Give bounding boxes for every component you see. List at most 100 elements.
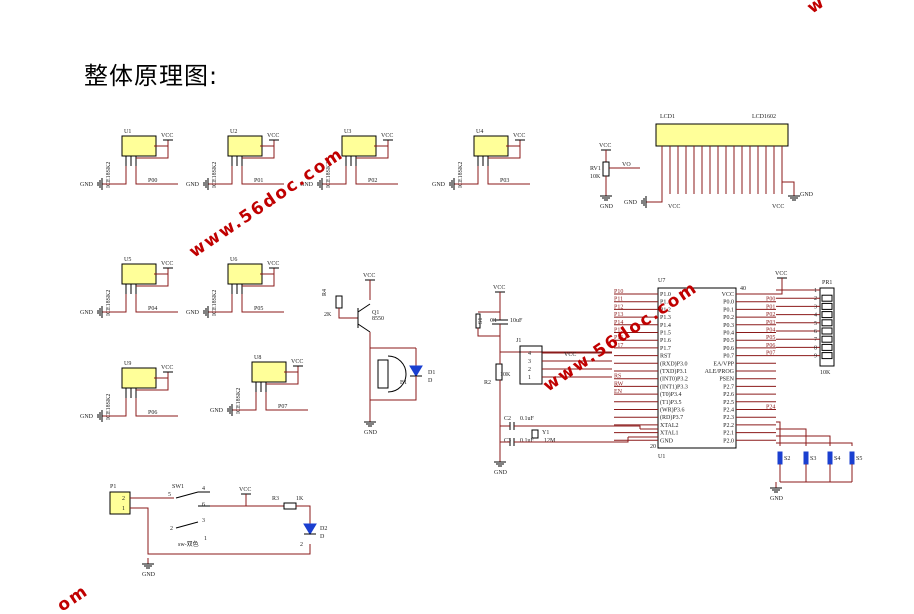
sensor-gnd-wire [238,392,257,411]
sensor-out-wire [355,166,398,185]
pwr-vcc-wire [210,494,247,507]
mcu-right-pin-label: P0.0 [723,300,734,306]
mcu-left-pin-label: (RXD)P3.0 [660,360,688,367]
mcu-left-pin-label: P1.6 [660,338,671,344]
vcc-label: VCC [161,133,173,139]
key-body-S4 [827,451,833,465]
j1-body [519,345,543,385]
mcu-right-pin-label: P2.2 [723,423,734,429]
watermark-text: www.56doc.com [186,144,348,262]
mcu-left-net-label: P14 [614,320,623,326]
sensor-gnd-wire [328,166,347,185]
lcd-part-label: LCD1602 [752,114,776,120]
mcu-left-pin-label: P1.7 [660,346,671,352]
sensor-gnd-wire [460,166,479,185]
d2-ref-label: D2 [320,526,327,532]
rv-value-label: 10K [590,174,601,180]
r2-body [495,363,503,381]
mcu-right-pin-label: P2.6 [723,392,734,398]
mcu-right-pin-label: EA/VPP [713,361,734,367]
sensor-vcc-wire [136,378,169,391]
r4-body [335,295,343,309]
sensor-net-label: P05 [254,306,263,312]
d1-led-icon [409,365,423,377]
r4-wire [338,308,358,319]
gnd-label: GND [80,310,94,316]
sensor-ref-label: U6 [230,257,237,263]
pr1-pin-label: 7 [814,337,817,343]
sensor-part-label: ICE18SK2 [106,394,112,420]
gnd-label: GND [142,572,156,578]
sw1-pin-label: 5 [168,492,171,498]
c3-ref-label: C3 [504,438,511,444]
mcu-left-net-label: EN [614,389,623,395]
r3-value-label: 1K [296,496,304,502]
r4-ref-label: R4 [322,289,328,296]
key-wire [776,421,781,446]
mcu-left-net-label: P15 [614,328,623,334]
mcu-right-net-label: P03 [766,320,775,326]
sensor-part-label: ICE18SK2 [212,290,218,316]
sensor-net-label: P01 [254,178,263,184]
sensor-body [473,135,509,157]
mcu-right-net-label: P24 [766,405,775,411]
mcu-ref-label: U7 [658,278,665,284]
mcu-pin20-label: 20 [650,444,656,450]
gnd-label: GND [186,182,200,188]
sensor-out-wire [241,294,284,313]
sensor-ref-label: U5 [124,257,131,263]
sensor-part-label: ICE18SK2 [458,162,464,188]
q1-part-label: 8550 [372,316,384,322]
mcu-left-pin-label: (WR)P3.6 [660,407,685,414]
pr1-element [821,335,833,343]
key-ref-label: S4 [834,456,840,462]
mcu-left-net-label: P17 [614,343,623,349]
pr1-ref-label: PR1 [822,280,832,286]
sensor-gnd-wire [214,294,233,313]
sensor-ref-label: U1 [124,129,131,135]
mcu-vcc-wire [776,278,783,295]
buzzer-wire [369,332,416,349]
sensor-vcc-wire [136,274,169,287]
sensor-body [121,367,157,389]
mcu-right-net-label: P05 [766,335,775,341]
mcu-u1-label: U1 [658,454,665,460]
pr1-value-label: 10K [820,370,831,376]
pr1-pin-label: 8 [814,345,817,351]
pr1-pin-label: 3 [814,304,817,310]
mcu-left-pin-label: (RD)P3.7 [660,414,683,421]
lcd-ref-label: LCD1 [660,114,675,120]
sw1-pin-label: 6 [202,502,205,508]
sensor-body [121,135,157,157]
vcc-label: VCC [291,359,303,365]
c2-value-label: 0.1uF [520,416,535,422]
r3-body [283,502,297,510]
sensor-part-label: ICE18SK2 [106,162,112,188]
pr1-element [821,302,833,310]
pr1-element [821,319,833,327]
watermark-corner-bottom: om [54,581,93,614]
j1-pin-label: 3 [528,359,531,365]
lcd-vcc-label: VCC [668,204,680,210]
mcu-right-net-label: P04 [766,328,775,334]
sensor-body [227,135,263,157]
sensor-part-label: ICE18SK2 [212,162,218,188]
r3-ref-label: R3 [272,496,279,502]
lcd-body [655,123,789,147]
key-ref-label: S2 [784,456,790,462]
sw1-pin-label: 2 [170,526,173,532]
gnd-label: GND [186,310,200,316]
key-body-S5 [849,451,855,465]
mcu-left-net-label: P16 [614,335,623,341]
sensor-out-wire [487,166,530,185]
mcu-left-pin-label: XTAL1 [660,431,679,437]
mcu-left-net-label: RS [614,374,621,380]
lcd-vcc-label: VCC [772,204,784,210]
xtal2-wire [514,425,641,429]
sensor-ref-label: U9 [124,361,131,367]
lcd-gnd-wire [652,194,663,203]
sensor-net-label: P06 [148,410,157,416]
mcu-right-pin-label: P2.5 [723,400,734,406]
mcu-left-pin-label: (INT1)P3.3 [660,383,688,390]
